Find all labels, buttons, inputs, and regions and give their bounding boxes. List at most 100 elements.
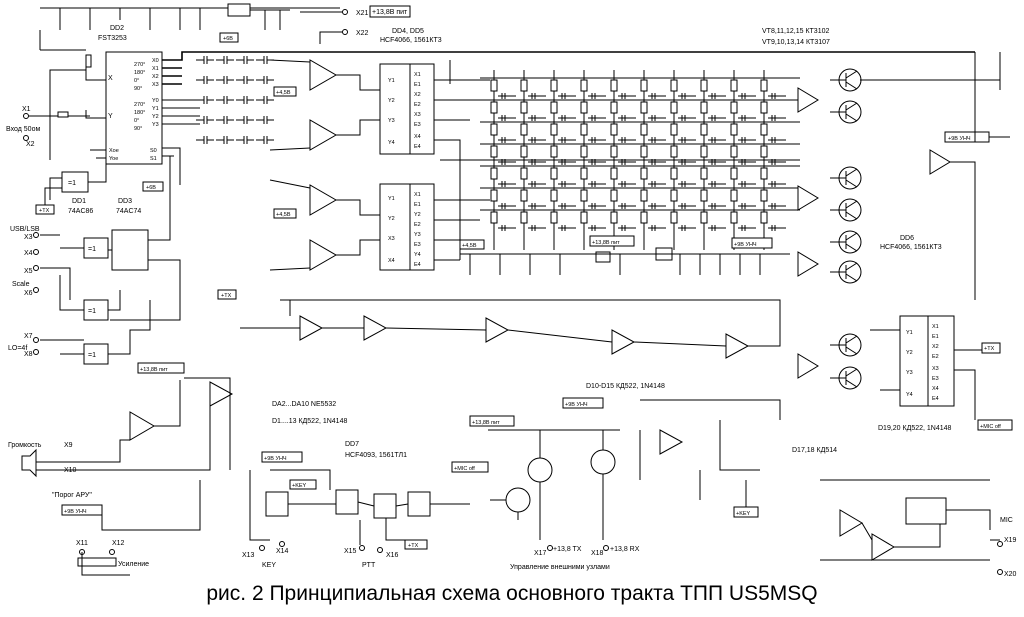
opamp-da-agc — [209, 381, 234, 407]
dd2-y0: Y0 — [152, 98, 159, 104]
dd1-part: 74AC86 — [68, 208, 93, 215]
resistor — [700, 167, 708, 180]
dd7-key-ptt: DD7 HCF4093, 1561ТЛ1 +9В УНЧ +KEY X13 X1… — [242, 441, 489, 569]
resistor — [580, 101, 588, 114]
dd6-body-left — [899, 315, 929, 407]
dd5-y2b: Y2 — [414, 212, 421, 218]
capacitor — [618, 181, 636, 187]
dd2-pin-s0: S0 — [150, 148, 157, 154]
capacitor — [648, 225, 666, 231]
capacitor — [588, 159, 606, 165]
x19-label: X19 — [1004, 537, 1017, 544]
capacitor — [738, 159, 756, 165]
key-label: KEY — [262, 562, 276, 569]
x13-label: X13 — [242, 552, 255, 559]
capacitor — [498, 115, 516, 121]
capacitor — [678, 203, 696, 209]
capacitor — [216, 96, 234, 104]
transistor-leads — [830, 200, 858, 220]
capacitor — [648, 203, 666, 209]
dd6-ref: DD6 — [900, 235, 914, 242]
capacitor — [588, 225, 606, 231]
resistor — [730, 101, 738, 114]
capacitor — [558, 225, 576, 231]
resistor — [760, 145, 768, 158]
phase-0-y: 0° — [134, 118, 139, 124]
dd1-ref: DD1 — [72, 198, 86, 205]
dd4-x4: X4 — [414, 134, 421, 140]
input-50ohm-label: Вход 50ом — [6, 126, 40, 133]
agc-label: "Порог АРУ" — [52, 492, 92, 499]
cap-columns-left — [196, 56, 274, 144]
resistor — [520, 167, 528, 180]
opamp-da4b — [309, 119, 338, 151]
capacitor — [738, 137, 756, 143]
resistor — [520, 145, 528, 158]
dd2-y2: Y2 — [152, 114, 159, 120]
capacitor — [738, 225, 756, 231]
dd2-y3: Y3 — [152, 122, 159, 128]
capacitor — [196, 136, 214, 144]
x14-label: X14 — [276, 548, 289, 555]
resistor — [610, 211, 618, 224]
resistor — [700, 101, 708, 114]
dd4-y1: Y1 — [388, 78, 395, 84]
x12-label: X12 — [112, 540, 125, 547]
dd5-y2: Y2 — [388, 216, 395, 222]
capacitor — [768, 159, 786, 165]
dd2-pin-y: Y — [108, 113, 113, 120]
capacitor — [216, 56, 234, 64]
x6-terminal — [33, 287, 39, 293]
capacitor — [256, 56, 274, 64]
resistor — [490, 123, 498, 136]
resistor — [640, 145, 648, 158]
dd2-phase-labels-y: 270° 180° 0° 90° — [134, 102, 145, 132]
dd7-gate-a — [265, 491, 289, 517]
resistor — [520, 211, 528, 224]
resistor — [490, 79, 498, 92]
capacitor — [528, 115, 546, 121]
dd5-e1: E1 — [414, 202, 421, 208]
usb-lsb-label: USB/LSB — [10, 226, 40, 233]
x20-terminal — [997, 569, 1003, 575]
capacitor — [768, 181, 786, 187]
d1-13-note: D1....13 КД522, 1N4148 — [272, 418, 347, 425]
p9d-label: +9В УНЧ — [64, 509, 87, 515]
phase-180-x: 180° — [134, 70, 145, 76]
p138b-box — [589, 235, 635, 247]
dd4-x2: X2 — [414, 92, 421, 98]
resistor — [640, 189, 648, 202]
x12-terminal — [109, 549, 115, 555]
phase-270-y: 270° — [134, 102, 145, 108]
vt-ext-c — [505, 487, 531, 513]
p9e-box — [261, 451, 303, 463]
dd2-y1: Y1 — [152, 106, 159, 112]
p6b-box — [142, 181, 164, 192]
dd2-body — [105, 51, 163, 165]
capacitor — [738, 115, 756, 121]
capacitor — [558, 181, 576, 187]
resistor — [520, 189, 528, 202]
capacitor — [618, 159, 636, 165]
opamp-da6 — [929, 149, 951, 175]
left-control-inputs: USB/LSB X3 X4 X5 Scale X6 X7 LO=4f X8 — [8, 226, 40, 358]
dd6-switch: DD6 HCF4066, 1561КТ3 Y1 Y2 Y3 Y4 X1 E1 X… — [870, 235, 1013, 431]
capacitor — [236, 116, 254, 124]
dd45-part: HCF4066, 1561КТ3 — [380, 37, 442, 44]
dd6-y1: Y1 — [906, 330, 913, 336]
dd6-y4: Y4 — [906, 392, 913, 398]
x22-label: X22 — [356, 30, 369, 37]
opamp-da3b — [611, 329, 636, 355]
capacitor — [708, 203, 726, 209]
mic-off-mid-label: +MIC off — [454, 466, 475, 472]
mic-off-mid-box — [451, 461, 489, 473]
p45a-label: +4,5В — [276, 90, 291, 96]
resistor — [610, 123, 618, 136]
capacitor — [768, 93, 786, 99]
p45c-box — [459, 239, 485, 250]
resistor — [550, 79, 558, 92]
top-power-section: +13,8В пит X21 X22 +6В — [40, 3, 411, 44]
dd7-gate-c — [373, 493, 397, 519]
resistor — [670, 211, 678, 224]
opamp-mic-b — [871, 533, 895, 561]
